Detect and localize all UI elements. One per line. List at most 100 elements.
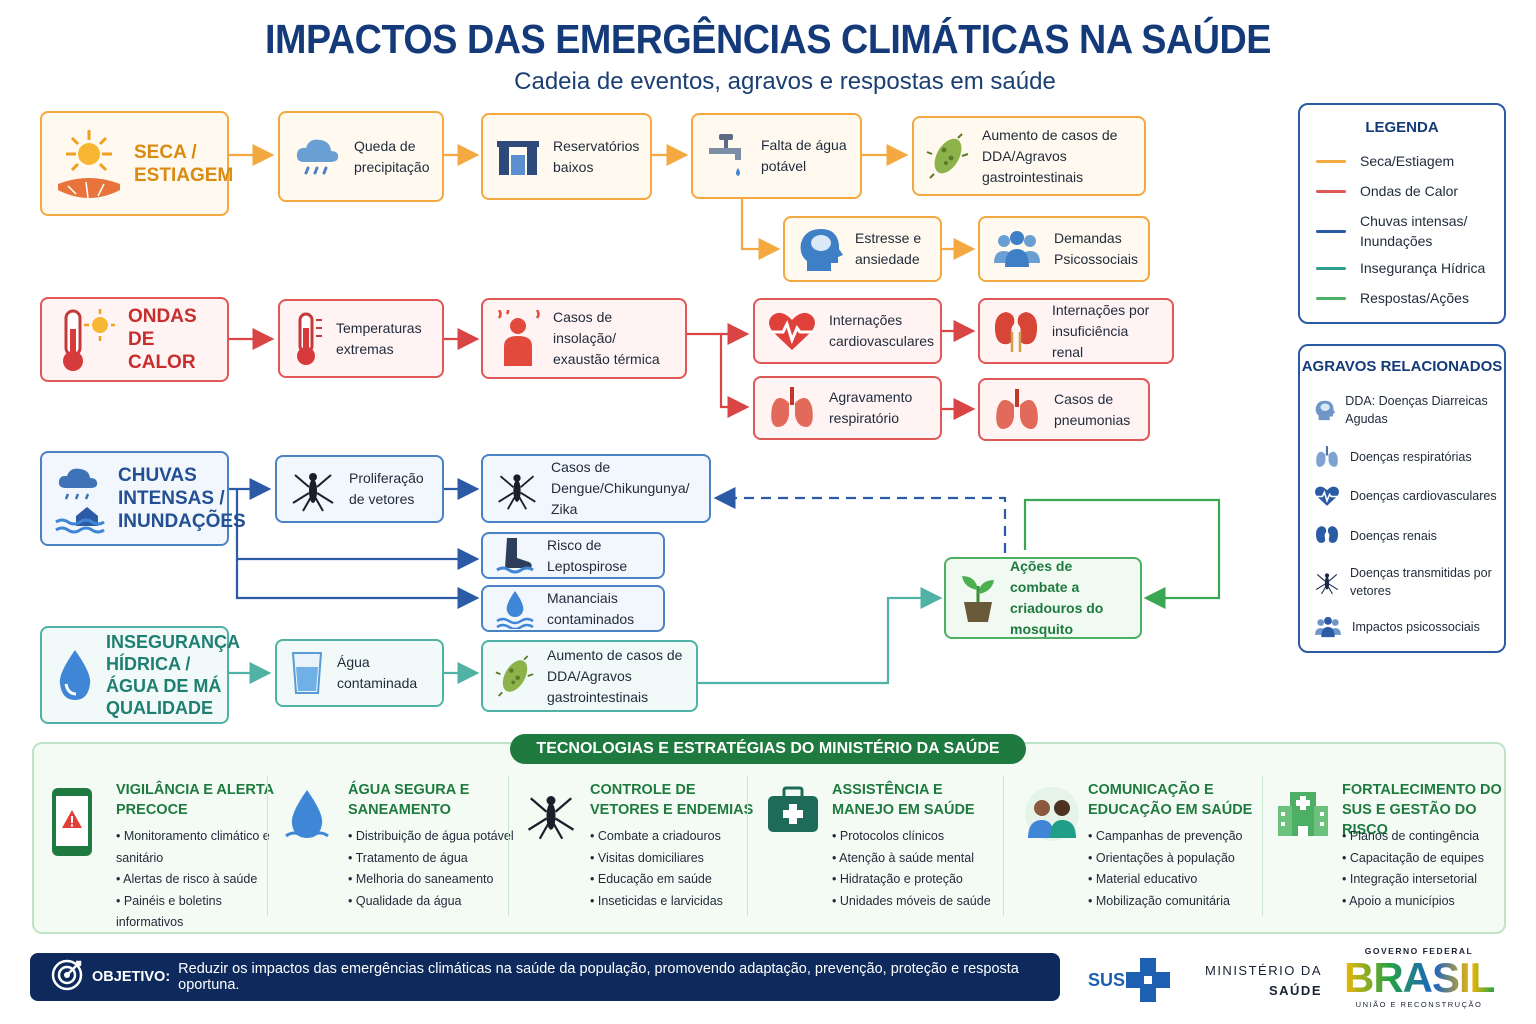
legend-item-chuva: Chuvas intensas/ Inundações bbox=[1316, 211, 1496, 251]
node-dengue: Casos de Dengue/Chikungunya/ Zika bbox=[481, 454, 711, 523]
category-chuva-label: CHUVAS INTENSAS / INUNDAÇÕES bbox=[118, 465, 246, 532]
objective-label: OBJETIVO: bbox=[92, 969, 171, 985]
agravos-panel: AGRAVOS RELACIONADOS DDA: Doenças Diarre… bbox=[1298, 344, 1506, 653]
node-agravamento-resp-text: Agravamento respiratório bbox=[829, 389, 913, 426]
node-dda-2: Aumento de casos de DDA/Agravos gastroin… bbox=[481, 640, 698, 712]
node-leptospirose: Risco de Leptospirose bbox=[481, 532, 665, 579]
node-pneumonias: Casos de pneumonias bbox=[978, 378, 1150, 441]
plant-pot-icon bbox=[958, 572, 998, 624]
sus-logo: SUS bbox=[1086, 958, 1172, 1002]
lungs-icon bbox=[1316, 446, 1338, 467]
hospital-icon bbox=[1276, 786, 1330, 843]
agravo-item-psico: Impactos psicossociais bbox=[1314, 615, 1480, 639]
arrow-dda-acoes bbox=[698, 587, 943, 685]
node-leptospirose-text: Risco de Leptospirose bbox=[547, 536, 628, 574]
dam-icon bbox=[495, 137, 541, 177]
head-brain-icon bbox=[797, 225, 843, 273]
legend-panel: LEGENDA Seca/Estiagem Ondas de Calor Chu… bbox=[1298, 103, 1506, 324]
agravo-item-resp: Doenças respiratórias bbox=[1314, 444, 1472, 470]
arrow-acoes-dengue-dashed bbox=[713, 487, 1007, 553]
phone-alert-icon bbox=[50, 786, 94, 863]
node-queda-text: Queda de precipitação bbox=[354, 137, 430, 175]
strategy-fortalecimento: FORTALECIMENTO DO SUS E GESTÃO DO RISCO … bbox=[1262, 780, 1502, 920]
people-icon bbox=[1022, 786, 1082, 849]
mosquito-icon bbox=[1315, 573, 1339, 595]
heart-pulse-icon bbox=[1315, 486, 1339, 506]
head-brain-icon bbox=[1315, 400, 1336, 421]
strategies-title: TECNOLOGIAS E ESTRATÉGIAS DO MINISTÉRIO … bbox=[510, 734, 1026, 764]
page-title: IMPACTOS DAS EMERGÊNCIAS CLIMÁTICAS NA S… bbox=[265, 16, 1271, 62]
strategy-comunicacao: COMUNICAÇÃO E EDUCAÇÃO EM SAÚDE Campanha… bbox=[1008, 780, 1258, 920]
mosquito-icon bbox=[289, 465, 337, 513]
node-pneumonias-text: Casos de pneumonias bbox=[1054, 390, 1131, 428]
agravo-item-renal: Doenças renais bbox=[1314, 524, 1437, 548]
strategy-vigilancia: VIGILÂNCIA E ALERTA PRECOCE Monitorament… bbox=[36, 780, 274, 929]
agravos-title: AGRAVOS RELACIONADOS bbox=[1301, 358, 1503, 375]
category-hidrica-label: INSEGURANÇA HÍDRICA / ÁGUA DE MÁ QUALIDA… bbox=[106, 632, 240, 718]
node-temperaturas: Temperaturas extremas bbox=[278, 299, 444, 378]
node-dengue-text: Casos de Dengue/Chikungunya/ Zika bbox=[551, 459, 690, 517]
node-agua-contaminada: Água contaminada bbox=[275, 639, 444, 707]
agravo-item-vetores: Doenças transmitidas por vetores bbox=[1314, 564, 1494, 600]
faucet-icon bbox=[705, 128, 749, 184]
mosquito-icon bbox=[495, 467, 539, 511]
thermometer-icon bbox=[292, 310, 324, 368]
node-falta-agua-text: Falta de água potável bbox=[761, 137, 847, 174]
arrow-loop-acoes bbox=[1023, 498, 1221, 609]
sun-drought-icon bbox=[56, 124, 122, 204]
page-subtitle: Cadeia de eventos, agravos e respostas e… bbox=[514, 68, 1056, 95]
legend-item-resposta: Respostas/Ações bbox=[1316, 288, 1469, 308]
arrow-falta-estresse bbox=[740, 199, 781, 260]
people-group-icon bbox=[1315, 616, 1341, 638]
governo-federal-logo: GOVERNO FEDERAL BRASIL UNIÃO E RECONSTRU… bbox=[1344, 946, 1495, 1009]
node-proliferacao: Proliferação de vetores bbox=[275, 455, 444, 523]
node-mananciais-text: Mananciais contaminados bbox=[547, 589, 635, 627]
node-mananciais: Mananciais contaminados bbox=[481, 585, 665, 632]
water-drop-waves-icon bbox=[495, 589, 535, 629]
agravo-item-cardio: Doenças cardiovasculares bbox=[1314, 485, 1497, 507]
category-seca-label: SECA / ESTIAGEM bbox=[134, 141, 234, 186]
node-insolacao-text: Casos de insolação/ exaustão térmica bbox=[553, 309, 660, 367]
category-calor-label: ONDAS DE CALOR bbox=[128, 306, 197, 373]
lungs-icon bbox=[992, 387, 1042, 433]
kidneys-icon bbox=[992, 308, 1040, 354]
node-queda: Queda de precipitação bbox=[278, 111, 444, 202]
objective-bar: OBJETIVO: Reduzir os impactos das emergê… bbox=[30, 953, 1060, 1001]
water-drop-icon bbox=[282, 786, 332, 851]
node-demandas-text: Demandas Psicossociais bbox=[1054, 230, 1139, 267]
people-group-icon bbox=[992, 229, 1042, 269]
node-dda-1: Aumento de casos de DDA/Agravos gastroin… bbox=[912, 116, 1146, 196]
bacteria-icon bbox=[926, 130, 970, 182]
ministerio-logo: MINISTÉRIO DA SAÚDE bbox=[1204, 963, 1322, 998]
heat-exhaustion-icon bbox=[495, 309, 541, 368]
node-demandas: Demandas Psicossociais bbox=[978, 216, 1150, 282]
node-agua-contaminada-text: Água contaminada bbox=[337, 654, 418, 691]
agravo-item-dda: DDA: Doenças Diarreicas Agudas bbox=[1314, 392, 1499, 428]
node-dda-1-text: Aumento de casos de DDA/Agravos gastroin… bbox=[982, 126, 1118, 185]
legend-item-seca: Seca/Estiagem bbox=[1316, 151, 1454, 171]
node-estresse: Estresse e ansiedade bbox=[783, 216, 942, 282]
node-intern-cardio: Internações cardiovasculares bbox=[753, 298, 942, 364]
legend-title: LEGENDA bbox=[1365, 119, 1439, 136]
node-intern-cardio-text: Internações cardiovasculares bbox=[829, 312, 935, 349]
node-intern-renal-text: Internações por insuficiência renal bbox=[1052, 301, 1150, 360]
water-glass-icon bbox=[289, 649, 325, 697]
boot-icon bbox=[495, 536, 535, 576]
target-icon bbox=[50, 958, 84, 996]
strategy-vetores: CONTROLE DE VETORES E ENDEMIAS Combate a… bbox=[510, 780, 753, 920]
rain-cloud-icon bbox=[292, 132, 342, 182]
mosquito-icon bbox=[524, 786, 578, 847]
node-falta-agua: Falta de água potável bbox=[691, 113, 862, 199]
kidneys-icon bbox=[1316, 526, 1338, 543]
legend-item-calor: Ondas de Calor bbox=[1316, 181, 1458, 201]
objective-text: Reduzir os impactos das emergências clim… bbox=[178, 961, 1019, 993]
arrow-chuva-mananciais bbox=[235, 559, 480, 609]
thermometer-sun-icon bbox=[58, 305, 116, 375]
node-acoes-combate-text: Ações de combate a criadouros do mosquit… bbox=[1010, 558, 1104, 637]
water-drop-icon bbox=[56, 648, 94, 702]
medical-kit-icon bbox=[766, 786, 820, 839]
category-calor: ONDAS DE CALOR bbox=[40, 297, 229, 382]
node-reservatorios: Reservatórios baixos bbox=[481, 113, 652, 200]
node-insolacao: Casos de insolação/ exaustão térmica bbox=[481, 298, 687, 379]
